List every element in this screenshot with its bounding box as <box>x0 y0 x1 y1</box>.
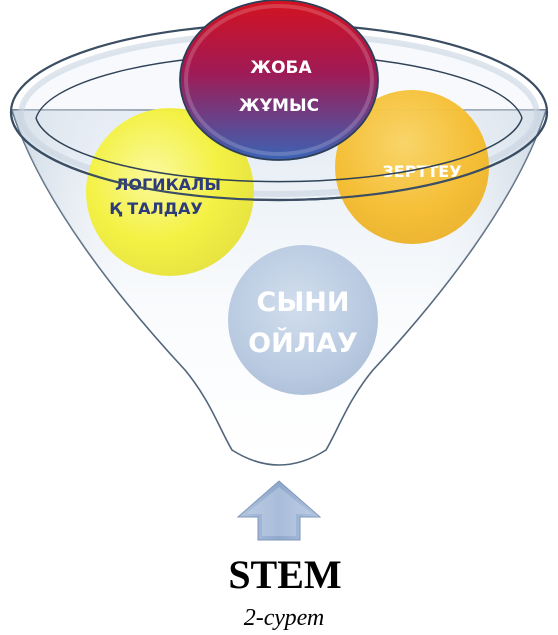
critical-thinking-line1: СЫНИ <box>257 287 350 318</box>
project-work-line1: ЖОБА <box>250 58 312 78</box>
circle-project-work: ЖОБА ЖҰМЫС <box>179 0 379 161</box>
logical-analysis-line1: ЛОГИКАЛЫ <box>115 175 221 194</box>
project-work-line2: ЖҰМЫС <box>239 96 319 116</box>
critical-thinking-line2: ОЙЛАУ <box>248 327 358 359</box>
stem-label: STEM <box>228 552 341 597</box>
logical-analysis-line2: Қ ТАЛДАУ <box>109 199 203 218</box>
funnel-rim-inner-line <box>35 117 523 183</box>
circle-research: ЗЕРТТЕУ <box>335 90 489 244</box>
funnel-rim-front <box>9 111 549 202</box>
up-arrow-icon <box>236 480 322 541</box>
circle-critical-thinking: СЫНИ ОЙЛАУ <box>228 245 378 395</box>
research-label: ЗЕРТТЕУ <box>382 162 461 181</box>
figure-caption: 2-сурет <box>244 605 324 631</box>
